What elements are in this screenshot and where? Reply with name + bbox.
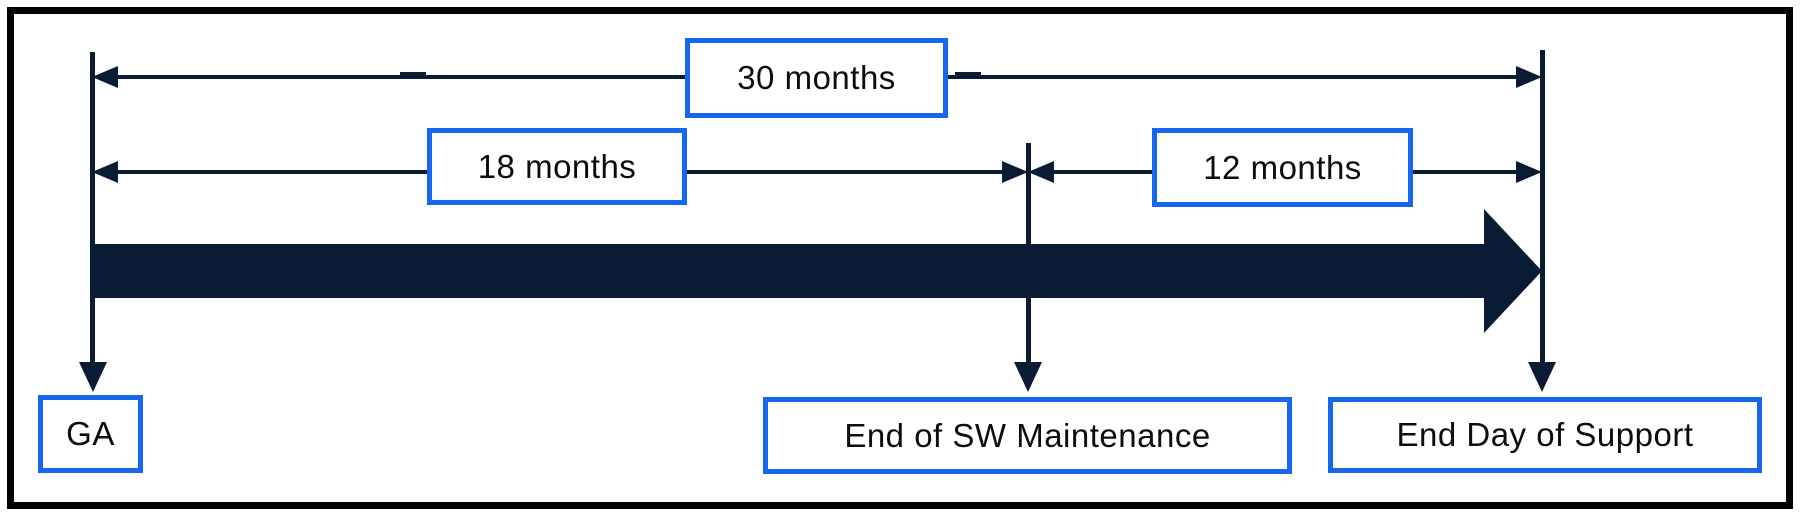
arrowhead-left-icon	[92, 66, 118, 88]
marker-down-arrow-end-of-sw-maintenance-icon	[1014, 362, 1042, 392]
milestone-label-end-of-sw-maintenance: End of SW Maintenance	[763, 397, 1292, 474]
arrowhead-right-icon	[1516, 161, 1542, 183]
arrowhead-left-icon	[92, 161, 118, 183]
timeline-bar	[90, 244, 1484, 298]
marker-line-end-of-sw-maintenance	[1026, 143, 1031, 368]
marker-line-end-day-of-support	[1540, 50, 1545, 368]
arrowhead-right-icon	[1516, 66, 1542, 88]
milestone-label-ga: GA	[38, 395, 143, 473]
timeline-arrowhead-icon	[1484, 209, 1542, 333]
marker-down-arrow-end-day-of-support-icon	[1528, 362, 1556, 392]
arrowhead-left-icon	[1028, 161, 1054, 183]
duration-label-12-months: 12 months	[1152, 128, 1413, 207]
duration-label-18-months: 18 months	[427, 128, 687, 205]
line-overlap-blip	[955, 72, 981, 79]
marker-down-arrow-ga-icon	[79, 362, 107, 392]
milestone-label-end-day-of-support: End Day of Support	[1328, 397, 1762, 473]
arrowhead-right-icon	[1002, 161, 1028, 183]
line-overlap-blip	[400, 72, 426, 79]
duration-label-30-months: 30 months	[685, 38, 948, 118]
marker-line-ga	[90, 52, 95, 368]
